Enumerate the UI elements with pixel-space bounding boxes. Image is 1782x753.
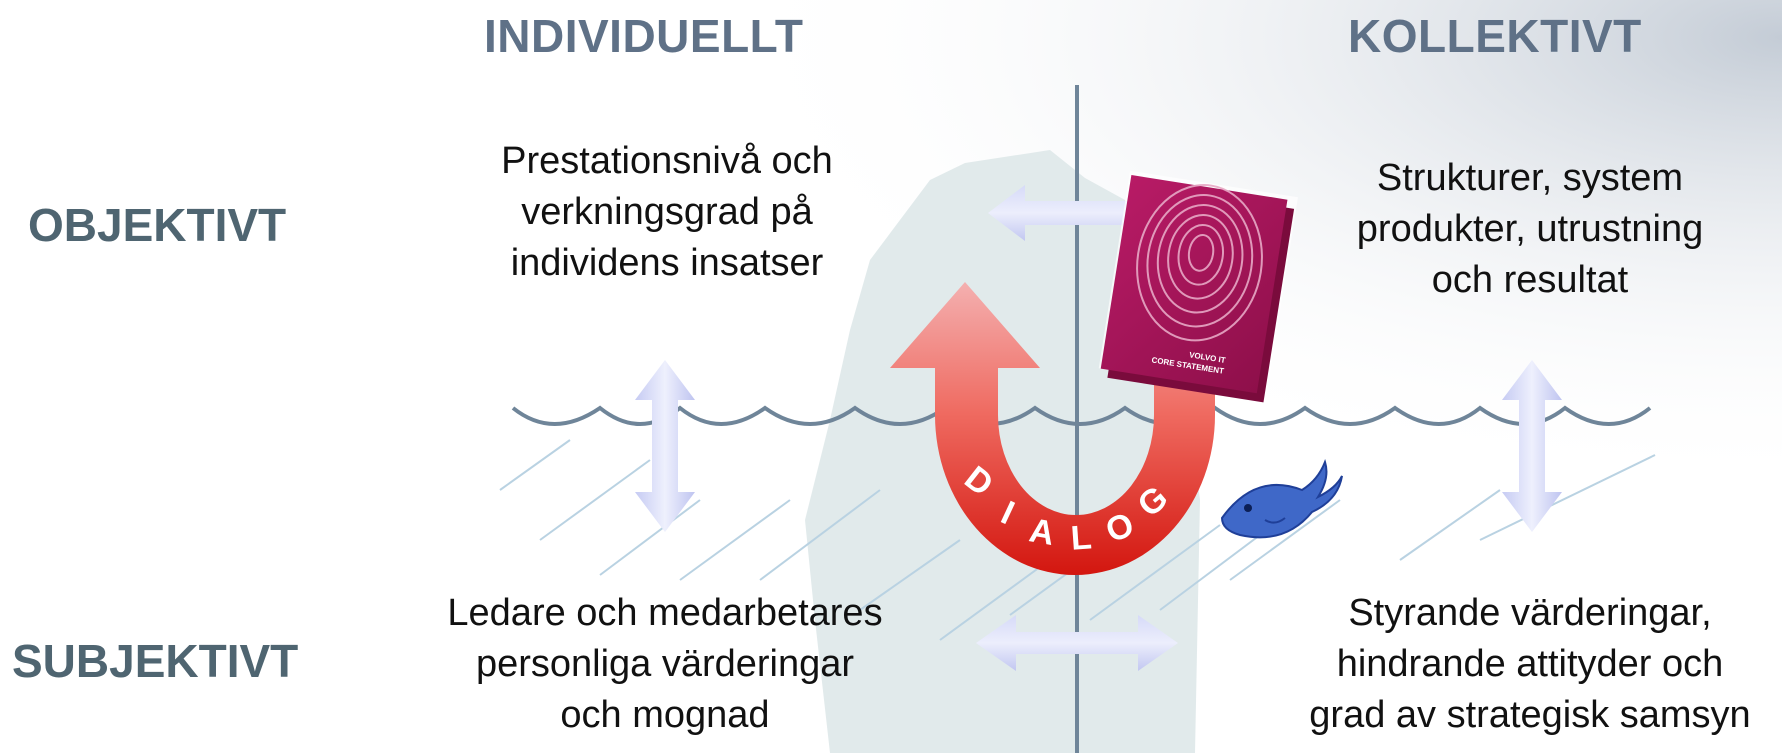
quadrant-line: grad av strategisk samsyn — [1309, 694, 1751, 736]
double-arrow-icon — [988, 185, 1172, 241]
fish-icon — [1220, 458, 1343, 539]
quadrant-line: personliga värderingar — [475, 643, 855, 685]
row-label-objektivt: OBJEKTIVT — [28, 199, 287, 251]
quadrant-text-top-left: Prestationsnivå och verkningsgrad på ind… — [467, 136, 867, 289]
quadrant-text-top-right: Strukturer, system produkter, utrustning… — [1330, 153, 1730, 306]
double-arrow-icon — [635, 360, 695, 532]
column-header-kollektivt: KOLLEKTIVT — [1348, 10, 1642, 62]
quadrant-text-bottom-left: Ledare och medarbetares personliga värde… — [410, 588, 920, 741]
quadrant-text-bottom-right: Styrande värderingar, hindrande attityde… — [1280, 588, 1780, 741]
quadrant-line: Styrande värderingar, — [1348, 592, 1712, 634]
column-header-individuellt: INDIVIDUELLT — [484, 10, 804, 62]
double-arrow-icon — [976, 615, 1178, 671]
quadrant-line: och mognad — [560, 694, 770, 736]
quadrant-line: individens insatser — [510, 242, 824, 284]
fingerprint-book-icon: VOLVO IT CORE STATEMENT — [1098, 170, 1298, 403]
water-wave-line — [511, 405, 1652, 426]
dialog-letter: L — [1070, 518, 1093, 557]
quadrant-line: produkter, utrustning — [1356, 208, 1704, 250]
double-arrow-icon — [1502, 360, 1562, 532]
quadrant-line: hindrande attityder och — [1336, 643, 1724, 685]
row-label-subjektivt: SUBJEKTIVT — [12, 635, 299, 687]
quadrant-line: Strukturer, system — [1376, 157, 1684, 199]
quadrant-line: och resultat — [1431, 259, 1629, 301]
quadrant-line: Ledare och medarbetares — [447, 592, 883, 634]
u-turn-arrow-icon — [890, 282, 1215, 575]
quadrant-line: verkningsgrad på — [521, 191, 813, 233]
quadrant-line: Prestationsnivå och — [501, 140, 833, 182]
